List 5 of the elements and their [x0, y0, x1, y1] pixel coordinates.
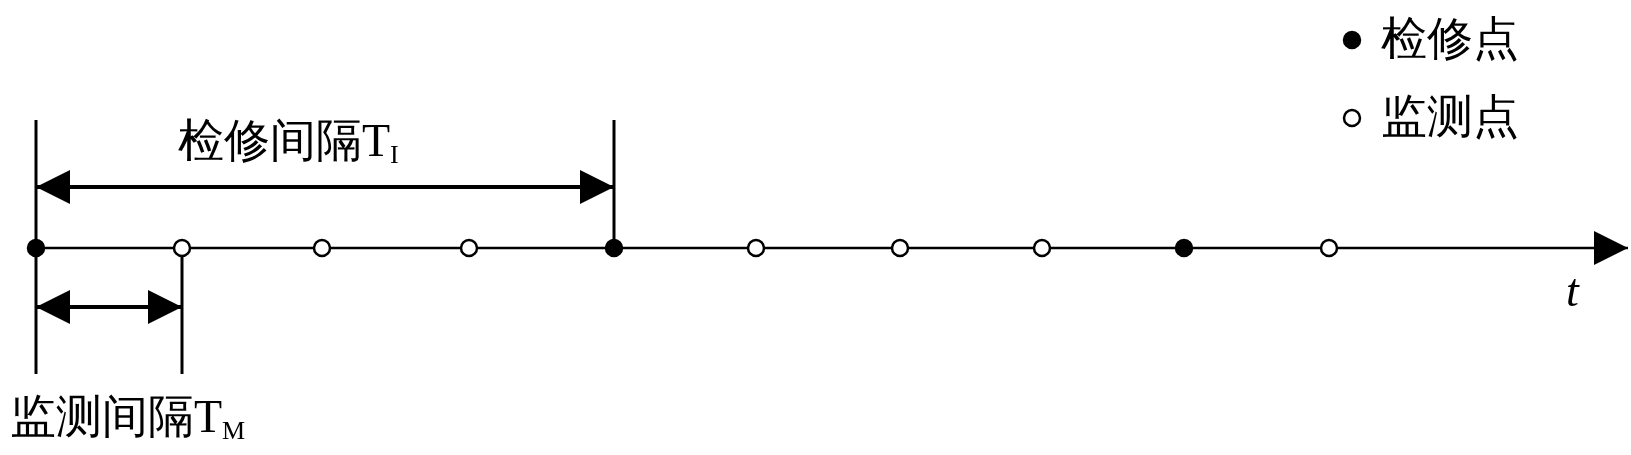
axis-label: t — [1566, 268, 1579, 314]
dimension-label: 检修间隔T$_{I}$ — [178, 118, 399, 168]
dimension-label: 监测间隔T$_{M}$ — [10, 394, 246, 444]
legend-label: 检修点 — [1381, 16, 1519, 62]
legend-label: 监测点 — [1381, 94, 1519, 140]
